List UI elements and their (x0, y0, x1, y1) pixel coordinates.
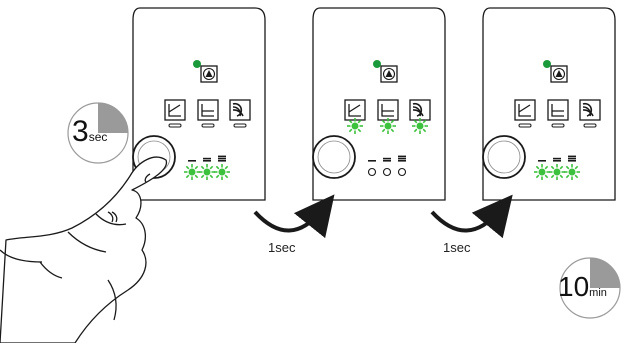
front-slot-2 (201, 123, 215, 128)
side-led-1 (534, 164, 550, 180)
front-slot-1 (168, 123, 182, 128)
pressing-finger-illustration (0, 156, 167, 344)
end-timer-unit: min (589, 287, 607, 299)
mode-icon-2 (547, 99, 569, 121)
mode-icon-1 (164, 99, 186, 121)
hold-timer-label: 3sec (72, 117, 107, 147)
side-led-2 (199, 164, 215, 180)
device-panel-step-1 (132, 7, 266, 201)
level-bar-1 (368, 160, 376, 162)
side-led-off-2 (382, 167, 392, 177)
mode-icon-2 (197, 99, 219, 121)
level-bar-2 (553, 160, 561, 162)
front-led-1 (347, 118, 363, 134)
level-bar-2 (383, 160, 391, 162)
transition-label-1: 1sec (268, 240, 296, 255)
main-button (482, 135, 526, 179)
level-bar-3 (218, 160, 226, 162)
device-panel-step-3 (482, 7, 616, 201)
front-slot-1 (518, 123, 532, 128)
transition-arrow-1 (253, 194, 335, 239)
end-timer-label: 10min (558, 273, 607, 301)
hold-timer-number: 3 (72, 115, 89, 148)
status-dot (543, 60, 551, 68)
side-led-3 (214, 164, 230, 180)
end-timer-number: 10 (558, 271, 590, 302)
front-slot-3 (583, 123, 597, 128)
main-button (312, 135, 356, 179)
side-led-3 (564, 164, 580, 180)
side-led-off-3 (397, 167, 407, 177)
device-panel-step-2 (312, 7, 446, 201)
status-dot (373, 60, 381, 68)
mode-icon-1 (344, 99, 366, 121)
front-led-3 (412, 118, 428, 134)
status-dot (193, 60, 201, 68)
front-led-2 (380, 118, 396, 134)
mode-icon-1 (514, 99, 536, 121)
level-bar-1 (188, 160, 196, 162)
end-timer-fill (590, 258, 620, 288)
level-bar-1 (538, 160, 546, 162)
side-led-off-1 (367, 167, 377, 177)
mode-icon-2 (377, 99, 399, 121)
side-led-1 (184, 164, 200, 180)
transition-label-2: 1sec (443, 240, 471, 255)
hold-timer-icon (67, 102, 129, 164)
hold-timer-fill (98, 103, 128, 133)
front-slot-3 (233, 123, 247, 128)
end-timer-icon (559, 257, 621, 319)
level-bar-3 (568, 160, 576, 162)
hold-timer-unit: sec (88, 130, 108, 144)
side-led-2 (549, 164, 565, 180)
front-slot-2 (551, 123, 565, 128)
level-bar-3 (398, 160, 406, 162)
level-bar-2 (203, 160, 211, 162)
transition-arrow-2 (430, 194, 513, 239)
